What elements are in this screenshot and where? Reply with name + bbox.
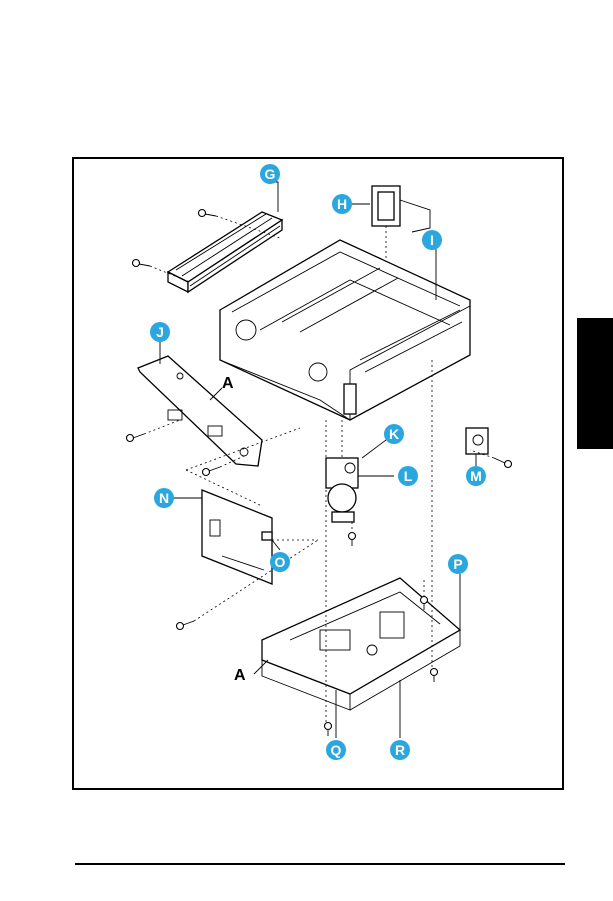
- screw: [199, 210, 217, 217]
- part-n-main-board: [202, 490, 272, 584]
- callout-q: Q: [326, 740, 346, 760]
- svg-text:I: I: [430, 232, 434, 248]
- part-j-control-board: [138, 356, 262, 466]
- callout-i: I: [422, 230, 442, 250]
- screw: [349, 533, 356, 547]
- svg-text:Q: Q: [331, 742, 342, 758]
- reference-label-a-lower: A: [234, 667, 246, 684]
- part-m-bracket: [466, 428, 488, 454]
- callout-g: G: [260, 164, 280, 184]
- svg-text:G: G: [265, 166, 276, 182]
- svg-text:P: P: [453, 556, 462, 572]
- callout-r: R: [390, 740, 410, 760]
- callout-o: O: [270, 552, 290, 572]
- screw: [325, 723, 332, 737]
- screw: [133, 260, 151, 267]
- screw: [177, 621, 195, 630]
- part-kl-motor-assembly: [326, 458, 358, 522]
- screw: [203, 467, 221, 476]
- svg-text:M: M: [470, 468, 482, 484]
- callout-k: K: [384, 424, 404, 444]
- part-h-bracket: [372, 186, 430, 232]
- svg-text:O: O: [275, 554, 286, 570]
- callout-n: N: [154, 488, 174, 508]
- callout-j: J: [150, 322, 170, 342]
- screw: [431, 669, 438, 683]
- callout-l: L: [398, 466, 418, 486]
- screw: [494, 458, 512, 468]
- main-frame-chassis: [220, 240, 470, 420]
- svg-text:J: J: [156, 324, 164, 340]
- svg-text:N: N: [159, 490, 169, 506]
- svg-text:K: K: [389, 426, 399, 442]
- svg-text:H: H: [337, 196, 347, 212]
- part-g-roller-assembly: [168, 212, 282, 292]
- svg-text:R: R: [395, 742, 405, 758]
- base-frame: [262, 578, 460, 710]
- callout-p: P: [448, 554, 468, 574]
- callout-m: M: [466, 466, 486, 486]
- screw: [127, 434, 145, 442]
- reference-label-a-upper: A: [222, 375, 234, 392]
- callout-h: H: [332, 194, 352, 214]
- svg-text:L: L: [404, 468, 413, 484]
